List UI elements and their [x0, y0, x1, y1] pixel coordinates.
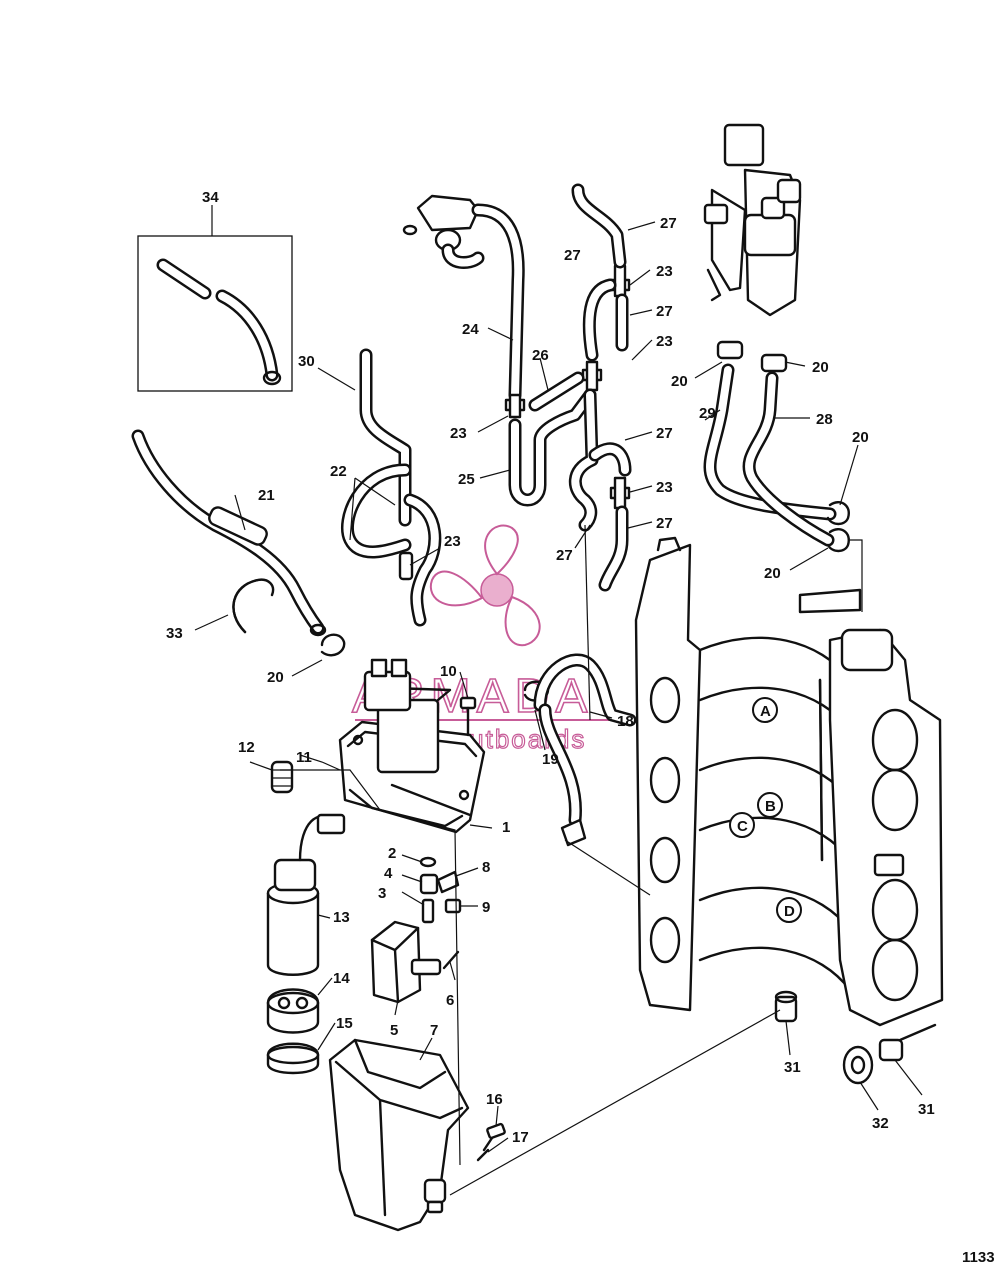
reference-c: C	[737, 818, 748, 835]
callout-29: 29	[699, 405, 716, 422]
callout-27-b: 27	[564, 247, 581, 264]
intake-manifold	[634, 536, 944, 1027]
injector-assembly	[703, 123, 802, 373]
callout-23-e: 23	[656, 479, 673, 496]
callout-8: 8	[482, 859, 490, 876]
callout-16: 16	[486, 1091, 503, 1108]
float-5	[370, 920, 442, 1004]
callout-14: 14	[333, 970, 350, 987]
callout-2: 2	[388, 845, 396, 862]
inset-box-34	[137, 205, 293, 392]
callout-23-c: 23	[656, 263, 673, 280]
callout-21: 21	[258, 487, 275, 504]
callout-3: 3	[378, 885, 386, 902]
callout-20-left: 20	[267, 669, 284, 686]
callout-labels: 1 2 3 4 5 6 7 8 9 10 11 12 13 14 15 16 1…	[166, 189, 935, 1146]
callout-10: 10	[440, 663, 457, 680]
hose-21	[131, 429, 327, 637]
callout-13: 13	[333, 909, 350, 926]
pressure-regulator	[402, 194, 485, 269]
hose-clamps-20	[320, 501, 850, 702]
callout-27-e: 27	[656, 515, 673, 532]
callout-1: 1	[502, 819, 510, 836]
hose-18-19	[533, 653, 637, 847]
callout-20-mid: 20	[671, 373, 688, 390]
hoses-22	[340, 463, 442, 627]
callout-20-upper: 20	[852, 429, 869, 446]
callout-27-c: 27	[656, 303, 673, 320]
callout-18: 18	[617, 713, 634, 730]
screw-16	[476, 1122, 506, 1162]
callout-31-b: 31	[918, 1101, 935, 1118]
callout-33: 33	[166, 625, 183, 642]
hose-24	[471, 203, 525, 402]
callout-31-a: 31	[784, 1059, 801, 1076]
callout-6: 6	[446, 992, 454, 1009]
callout-27-d: 27	[656, 425, 673, 442]
callout-20-right: 20	[812, 359, 829, 376]
callout-27-f: 27	[556, 547, 573, 564]
reference-b: B	[765, 798, 776, 815]
hose-30	[359, 348, 412, 527]
reference-a: A	[760, 703, 771, 720]
tee-fittings-23	[504, 264, 631, 510]
fuel-pump-13	[266, 760, 346, 976]
callout-26: 26	[532, 347, 549, 364]
callout-22: 22	[330, 463, 347, 480]
callout-23-b: 23	[450, 425, 467, 442]
vapor-separator-tank-7	[328, 1038, 470, 1232]
hoses-28-29	[703, 363, 837, 547]
callout-17: 17	[512, 1129, 529, 1146]
bracket-15	[266, 1042, 320, 1075]
callout-12: 12	[238, 739, 255, 756]
callout-30: 30	[298, 353, 315, 370]
callout-9: 9	[482, 899, 490, 916]
callout-34: 34	[202, 189, 219, 206]
callout-5: 5	[390, 1022, 398, 1039]
callout-7: 7	[430, 1022, 438, 1039]
callout-4: 4	[384, 865, 393, 882]
callout-32: 32	[872, 1115, 889, 1132]
callout-15: 15	[336, 1015, 353, 1032]
callout-20-lower: 20	[764, 565, 781, 582]
leader-lines	[194, 221, 923, 1196]
small-hardware	[419, 856, 462, 970]
callout-24: 24	[462, 321, 479, 338]
reference-markers: A B C D	[729, 697, 802, 923]
callout-23-a: 23	[444, 533, 461, 550]
page-number: 1133	[962, 1249, 995, 1266]
callout-25: 25	[458, 471, 475, 488]
filter-14	[266, 988, 320, 1034]
clamp-ring-33	[232, 578, 275, 634]
hoses-25-27	[508, 183, 632, 592]
reference-d: D	[784, 903, 795, 920]
callout-19: 19	[542, 751, 559, 768]
callout-28: 28	[816, 411, 833, 428]
callout-23-d: 23	[656, 333, 673, 350]
callout-11: 11	[296, 749, 312, 766]
callout-27-a: 27	[660, 215, 677, 232]
